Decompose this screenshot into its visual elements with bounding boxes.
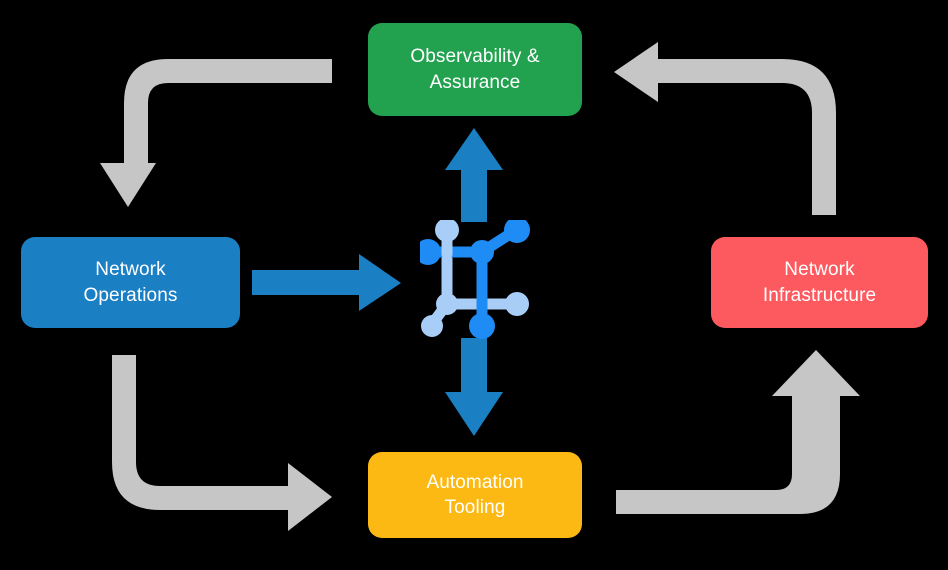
node-automation-label: Automation Tooling (426, 471, 524, 518)
arrow-observability-to-operations (100, 59, 332, 207)
arrow-automation-to-infrastructure (616, 350, 860, 514)
topology-nodes-primary (420, 220, 530, 339)
node-observability-assurance[interactable]: Observability & Assurance (368, 23, 582, 116)
arrow-infrastructure-to-observability (614, 42, 836, 215)
arrow-center-to-automation (445, 338, 503, 436)
node-infrastructure-label: Network Infrastructure (762, 259, 877, 306)
node-network-operations[interactable]: Network Operations (21, 237, 240, 328)
arrow-operations-to-automation (112, 355, 332, 531)
node-observability-label: Observability & Assurance (410, 46, 540, 93)
node-operations-label: Network Operations (83, 259, 178, 306)
arrow-center-to-observability (445, 128, 503, 222)
node-network-infrastructure[interactable]: Network Infrastructure (711, 237, 928, 328)
arrow-operations-to-center (252, 254, 401, 311)
node-automation-tooling[interactable]: Automation Tooling (368, 452, 582, 538)
network-topology-icon (420, 220, 530, 339)
